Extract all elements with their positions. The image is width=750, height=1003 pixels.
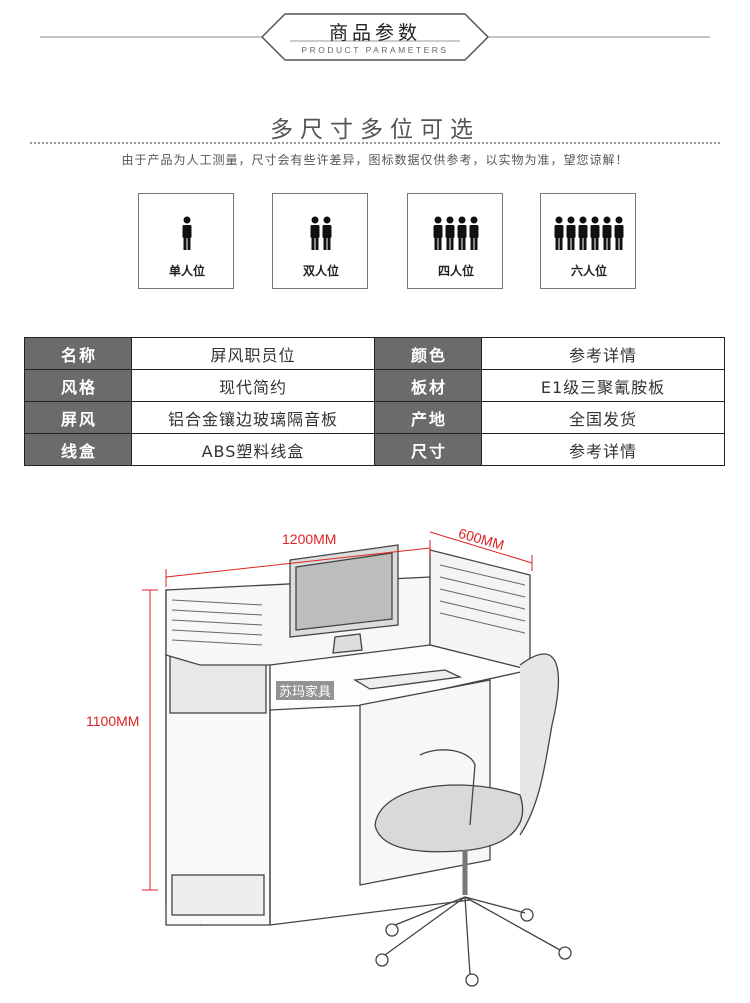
person-figure — [433, 216, 443, 250]
spec-value: 参考详情 — [481, 337, 725, 370]
banner-frame — [40, 13, 710, 61]
seat-option-double[interactable]: 双人位 — [272, 193, 368, 289]
header-banner: 商品参数 PRODUCT PARAMETERS — [0, 0, 750, 70]
width-dimension-label: 1200MM — [282, 531, 337, 547]
spec-key: 尺寸 — [374, 433, 482, 466]
seat-option-label: 双人位 — [302, 264, 339, 278]
spec-key: 名称 — [24, 337, 132, 370]
page-title: 商品参数 — [328, 22, 421, 44]
person-icon — [182, 216, 192, 250]
spec-key: 产地 — [374, 401, 482, 434]
person-figure — [457, 216, 467, 250]
spec-value: 参考详情 — [481, 433, 725, 466]
spec-table: 名称 屏风职员位 颜色 参考详情 风格 现代简约 板材 E1级三聚氰胺板 屏风 … — [24, 337, 725, 466]
spec-value: 屏风职员位 — [131, 337, 375, 370]
measurement-notice: 由于产品为人工测量，尺寸会有些许差异，图标数据仅供参考，以实物为准，望您谅解！ — [121, 153, 629, 167]
person-icon — [310, 216, 332, 250]
brand-watermark: 苏玛家具 — [276, 681, 335, 700]
person-figure — [554, 216, 564, 250]
person-figure — [614, 216, 624, 250]
seat-option-single[interactable]: 单人位 — [138, 193, 234, 289]
seat-option-label: 六人位 — [570, 264, 607, 278]
person-icon — [433, 216, 479, 250]
seat-option-four[interactable]: 四人位 — [407, 193, 503, 289]
person-figure — [578, 216, 588, 250]
table-row: 线盒 ABS塑料线盒 尺寸 参考详情 — [24, 433, 725, 466]
person-figure — [590, 216, 600, 250]
page-subtitle: PRODUCT PARAMETERS — [301, 45, 449, 55]
seat-option-six[interactable]: 六人位 — [540, 193, 636, 289]
spec-key: 线盒 — [24, 433, 132, 466]
spec-value: 铝合金镶边玻璃隔音板 — [131, 401, 375, 434]
person-figure — [469, 216, 479, 250]
spec-key: 板材 — [374, 369, 482, 402]
workstation-illustration: 1200MM 600MM 1100MM 苏玛家具 — [0, 505, 750, 999]
spec-value: 全国发货 — [481, 401, 725, 434]
seat-option-label: 四人位 — [437, 264, 474, 278]
person-figure — [310, 216, 320, 250]
person-figure — [566, 216, 576, 250]
person-figure — [182, 216, 192, 250]
desk-drawing — [142, 531, 572, 987]
spec-value: E1级三聚氰胺板 — [481, 369, 725, 402]
spec-key: 风格 — [24, 369, 132, 402]
spec-key: 屏风 — [24, 401, 132, 434]
table-row: 名称 屏风职员位 颜色 参考详情 — [24, 337, 725, 370]
spec-key: 颜色 — [374, 337, 482, 370]
table-row: 风格 现代简约 板材 E1级三聚氰胺板 — [24, 369, 725, 402]
person-figure — [445, 216, 455, 250]
person-icon — [554, 216, 624, 250]
seat-option-label: 单人位 — [168, 264, 205, 278]
section-title: 多尺寸多位可选 — [270, 117, 480, 143]
dotted-divider — [30, 142, 720, 144]
person-figure — [322, 216, 332, 250]
spec-value: 现代简约 — [131, 369, 375, 402]
height-dimension-label: 1100MM — [86, 713, 140, 729]
spec-value: ABS塑料线盒 — [131, 433, 375, 466]
table-row: 屏风 铝合金镶边玻璃隔音板 产地 全国发货 — [24, 401, 725, 434]
person-figure — [602, 216, 612, 250]
